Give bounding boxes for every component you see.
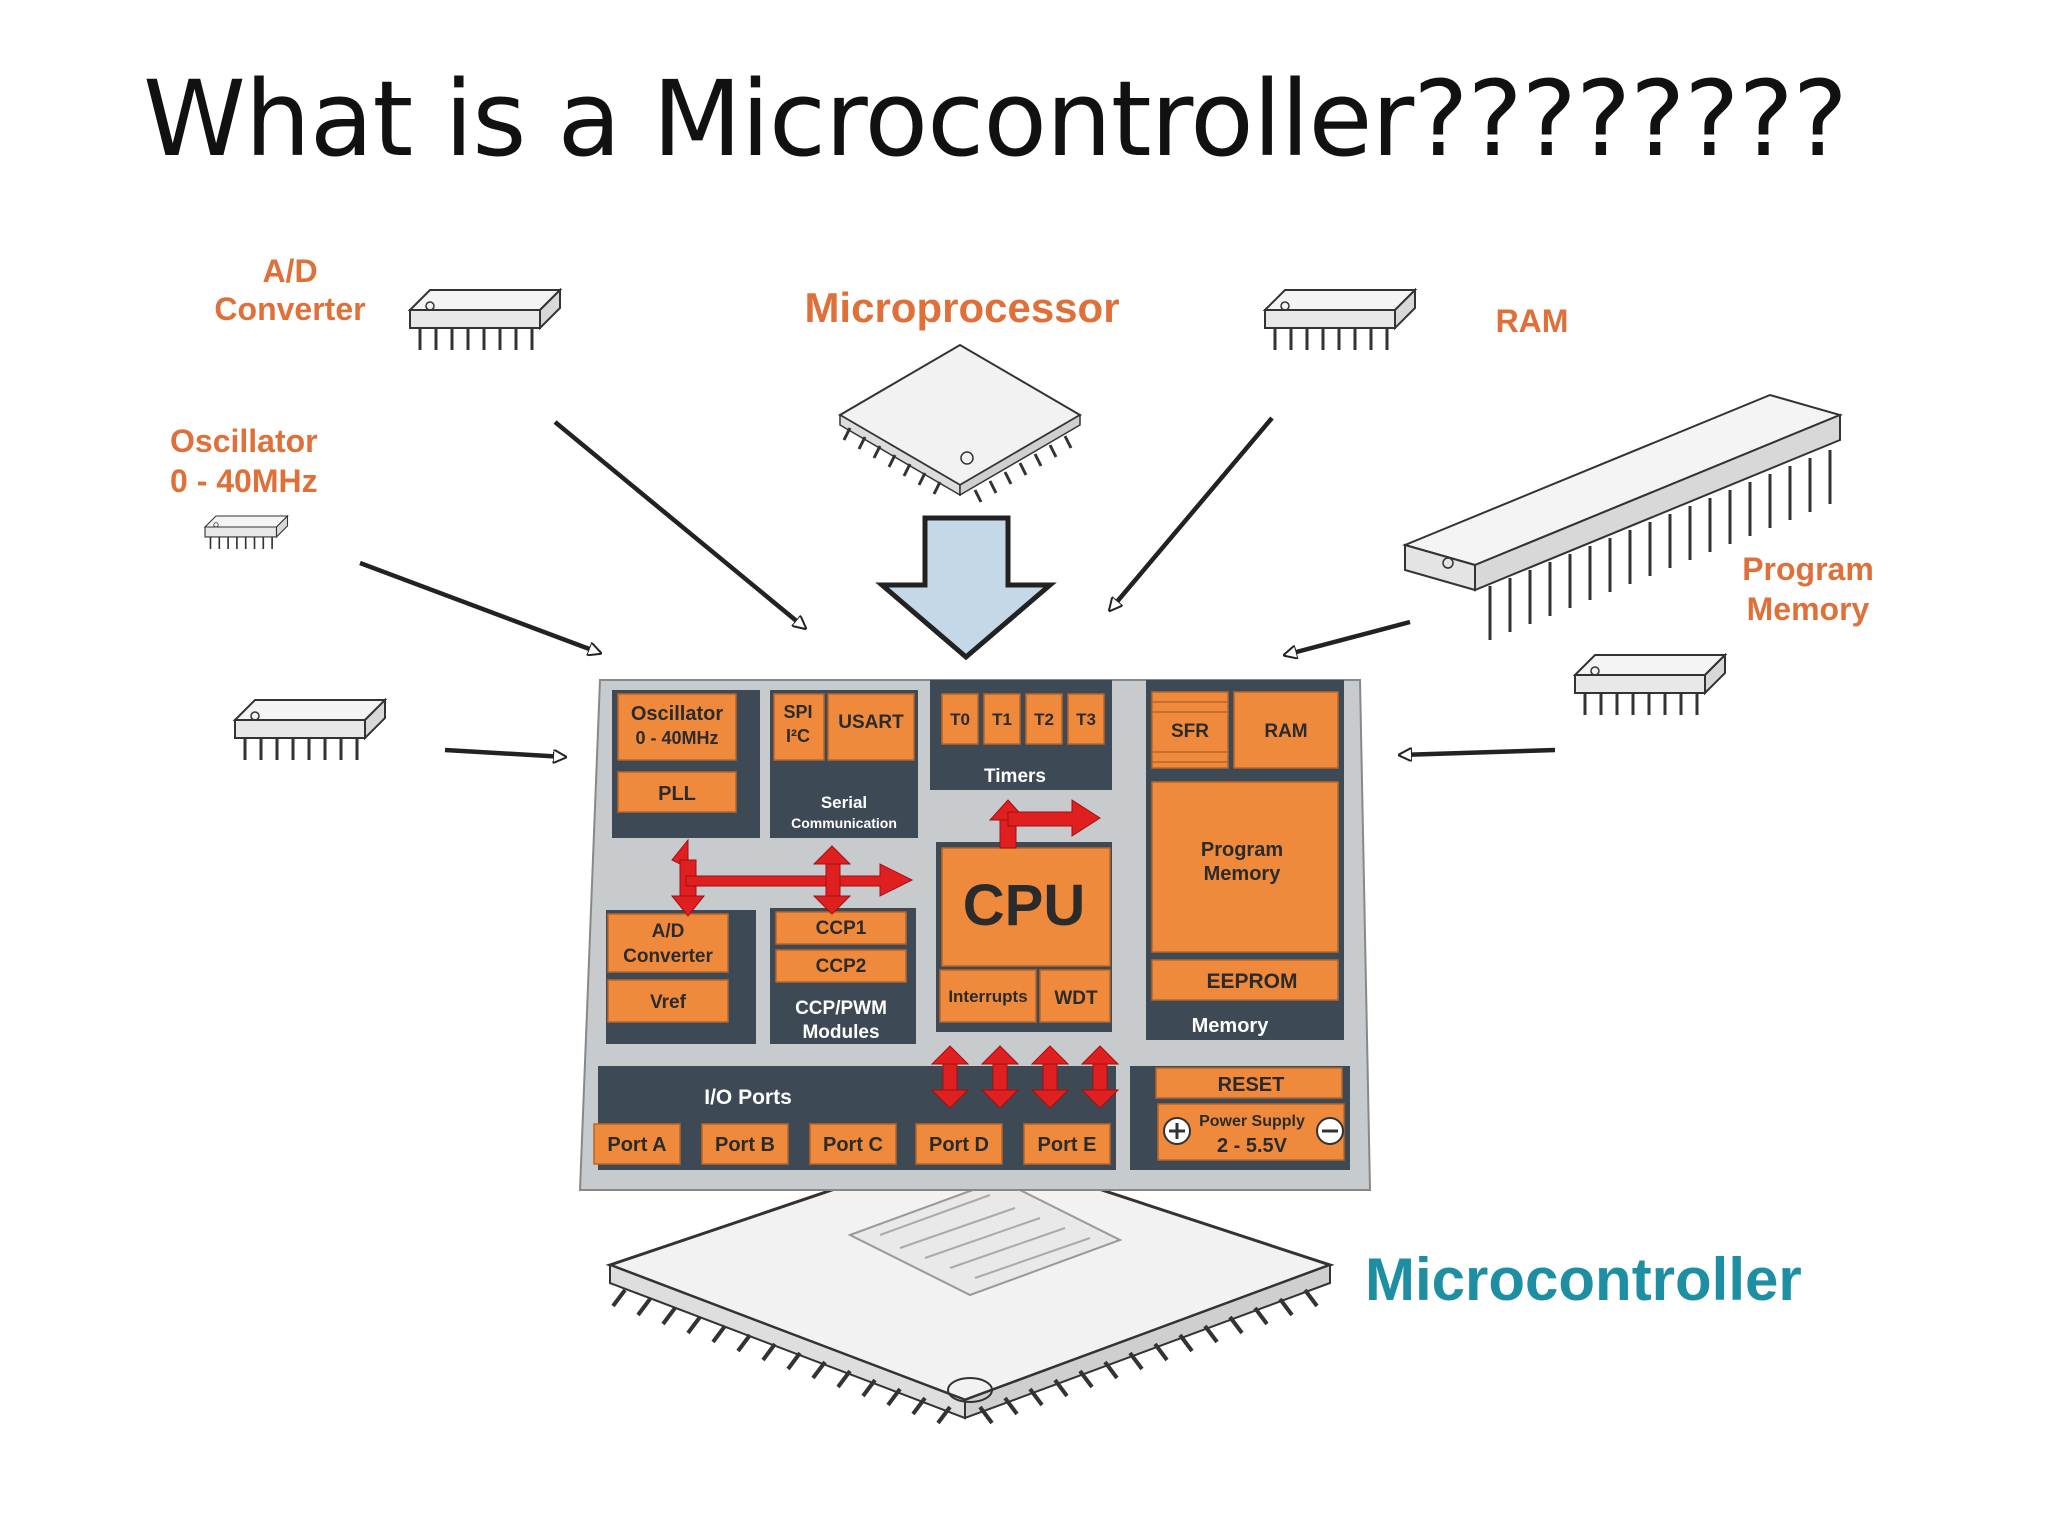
svg-text:Vref: Vref	[650, 992, 687, 1013]
eeprom-block	[1151, 959, 1339, 1001]
svg-text:Serial: Serial	[821, 793, 867, 812]
big-down-arrow-icon	[875, 515, 1057, 661]
chip-left-icon	[233, 698, 387, 762]
svg-text:PLL: PLL	[658, 783, 696, 805]
svg-text:CPU: CPU	[963, 873, 1085, 938]
svg-text:T3: T3	[1076, 710, 1096, 729]
svg-text:I/O Ports: I/O Ports	[704, 1086, 792, 1109]
svg-text:SFR: SFR	[1171, 721, 1209, 742]
svg-text:WDT: WDT	[1054, 988, 1098, 1009]
ad-converter-chip-icon	[408, 288, 562, 352]
svg-text:Memory: Memory	[1747, 591, 1870, 627]
svg-text:Converter: Converter	[623, 946, 713, 967]
svg-text:I²C: I²C	[786, 726, 810, 746]
svg-text:CCP1: CCP1	[816, 918, 867, 939]
ad-converter-block	[607, 913, 729, 973]
oscillator-chip-icon	[204, 515, 289, 550]
svg-text:RAM: RAM	[1264, 721, 1307, 742]
spi-i2c-block	[773, 693, 825, 761]
svg-text:Port E: Port E	[1038, 1134, 1097, 1156]
arrow-ram	[1110, 416, 1274, 610]
svg-text:Port D: Port D	[929, 1134, 989, 1156]
port-e-block	[1023, 1123, 1111, 1165]
microcontroller-chip-icon	[605, 1143, 1335, 1425]
svg-text:Program: Program	[1742, 551, 1874, 587]
port-d-block	[915, 1123, 1003, 1165]
svg-text:2 - 5.5V: 2 - 5.5V	[1217, 1135, 1288, 1157]
chip-right-icon	[1573, 653, 1727, 717]
port-b-block	[701, 1123, 789, 1165]
svg-text:A/D: A/D	[262, 253, 317, 289]
pll-block	[617, 771, 737, 813]
label-oscillator: Oscillator 0 - 40MHz	[170, 423, 318, 499]
label-microcontroller: Microcontroller	[1365, 1246, 1802, 1313]
svg-text:Memory: Memory	[1204, 863, 1282, 885]
arrow-ad-converter	[553, 420, 805, 628]
svg-text:Memory: Memory	[1192, 1015, 1270, 1037]
svg-text:0 - 40MHz: 0 - 40MHz	[170, 463, 318, 499]
port-c-block	[809, 1123, 897, 1165]
svg-text:Modules: Modules	[802, 1022, 879, 1043]
svg-text:Port A: Port A	[607, 1134, 666, 1156]
connection-arrows	[359, 416, 1556, 757]
timer-t0-block	[941, 693, 979, 745]
wdt-block	[1039, 969, 1111, 1023]
arrow-oscillator	[359, 560, 600, 653]
arrow-right-chip	[1400, 750, 1556, 755]
slide-title: What is a Microcontroller????????	[143, 58, 1848, 180]
arrow-program-memory	[1285, 619, 1411, 655]
usart-block	[827, 693, 915, 761]
program-memory-chip-icon	[1401, 393, 1844, 640]
oscillator-block	[617, 693, 737, 761]
svg-text:SPI: SPI	[783, 702, 812, 722]
svg-text:Oscillator: Oscillator	[170, 423, 318, 459]
ccp2-block	[775, 949, 907, 983]
svg-text:Oscillator: Oscillator	[631, 703, 723, 725]
svg-text:Converter: Converter	[214, 291, 365, 327]
svg-text:A/D: A/D	[652, 921, 685, 942]
svg-text:Communication: Communication	[791, 815, 897, 831]
svg-text:CCP/PWM: CCP/PWM	[795, 998, 887, 1019]
ram-block	[1233, 691, 1339, 769]
svg-text:CCP2: CCP2	[816, 956, 867, 977]
ccp1-block	[775, 911, 907, 945]
arrow-left-chip	[444, 747, 565, 757]
bus-arrows	[670, 799, 1120, 1109]
svg-text:Power Supply: Power Supply	[1199, 1113, 1305, 1130]
label-program-memory: Program Memory	[1742, 551, 1874, 627]
svg-text:RESET: RESET	[1218, 1074, 1285, 1096]
sfr-block	[1151, 691, 1229, 769]
chip-block-diagram: Oscillator 0 - 40MHz PLL SPI I²C USART S…	[578, 679, 1372, 1191]
label-ram: RAM	[1496, 303, 1569, 339]
svg-text:EEPROM: EEPROM	[1206, 970, 1297, 993]
reset-block	[1155, 1067, 1343, 1099]
microprocessor-chip-icon	[838, 343, 1082, 503]
program-memory-block	[1151, 781, 1339, 953]
ram-chip-icon	[1263, 288, 1417, 352]
timer-t1-block	[983, 693, 1021, 745]
svg-text:Port C: Port C	[823, 1134, 883, 1156]
svg-text:T0: T0	[950, 710, 970, 729]
svg-text:T1: T1	[992, 710, 1012, 729]
timer-t3-block	[1067, 693, 1105, 745]
label-ad-converter: A/D Converter	[214, 253, 365, 327]
vref-block	[607, 979, 729, 1023]
svg-text:Program: Program	[1201, 839, 1283, 861]
svg-text:T2: T2	[1034, 710, 1054, 729]
cpu-block	[941, 847, 1111, 967]
svg-text:Port B: Port B	[715, 1134, 775, 1156]
svg-text:0 - 40MHz: 0 - 40MHz	[635, 728, 718, 748]
interrupts-block	[939, 969, 1037, 1023]
svg-text:USART: USART	[838, 712, 904, 733]
svg-text:Timers: Timers	[984, 766, 1046, 787]
port-a-block	[593, 1123, 681, 1165]
timer-t2-block	[1025, 693, 1063, 745]
svg-text:Interrupts: Interrupts	[948, 987, 1027, 1006]
label-microprocessor: Microprocessor	[804, 284, 1119, 331]
